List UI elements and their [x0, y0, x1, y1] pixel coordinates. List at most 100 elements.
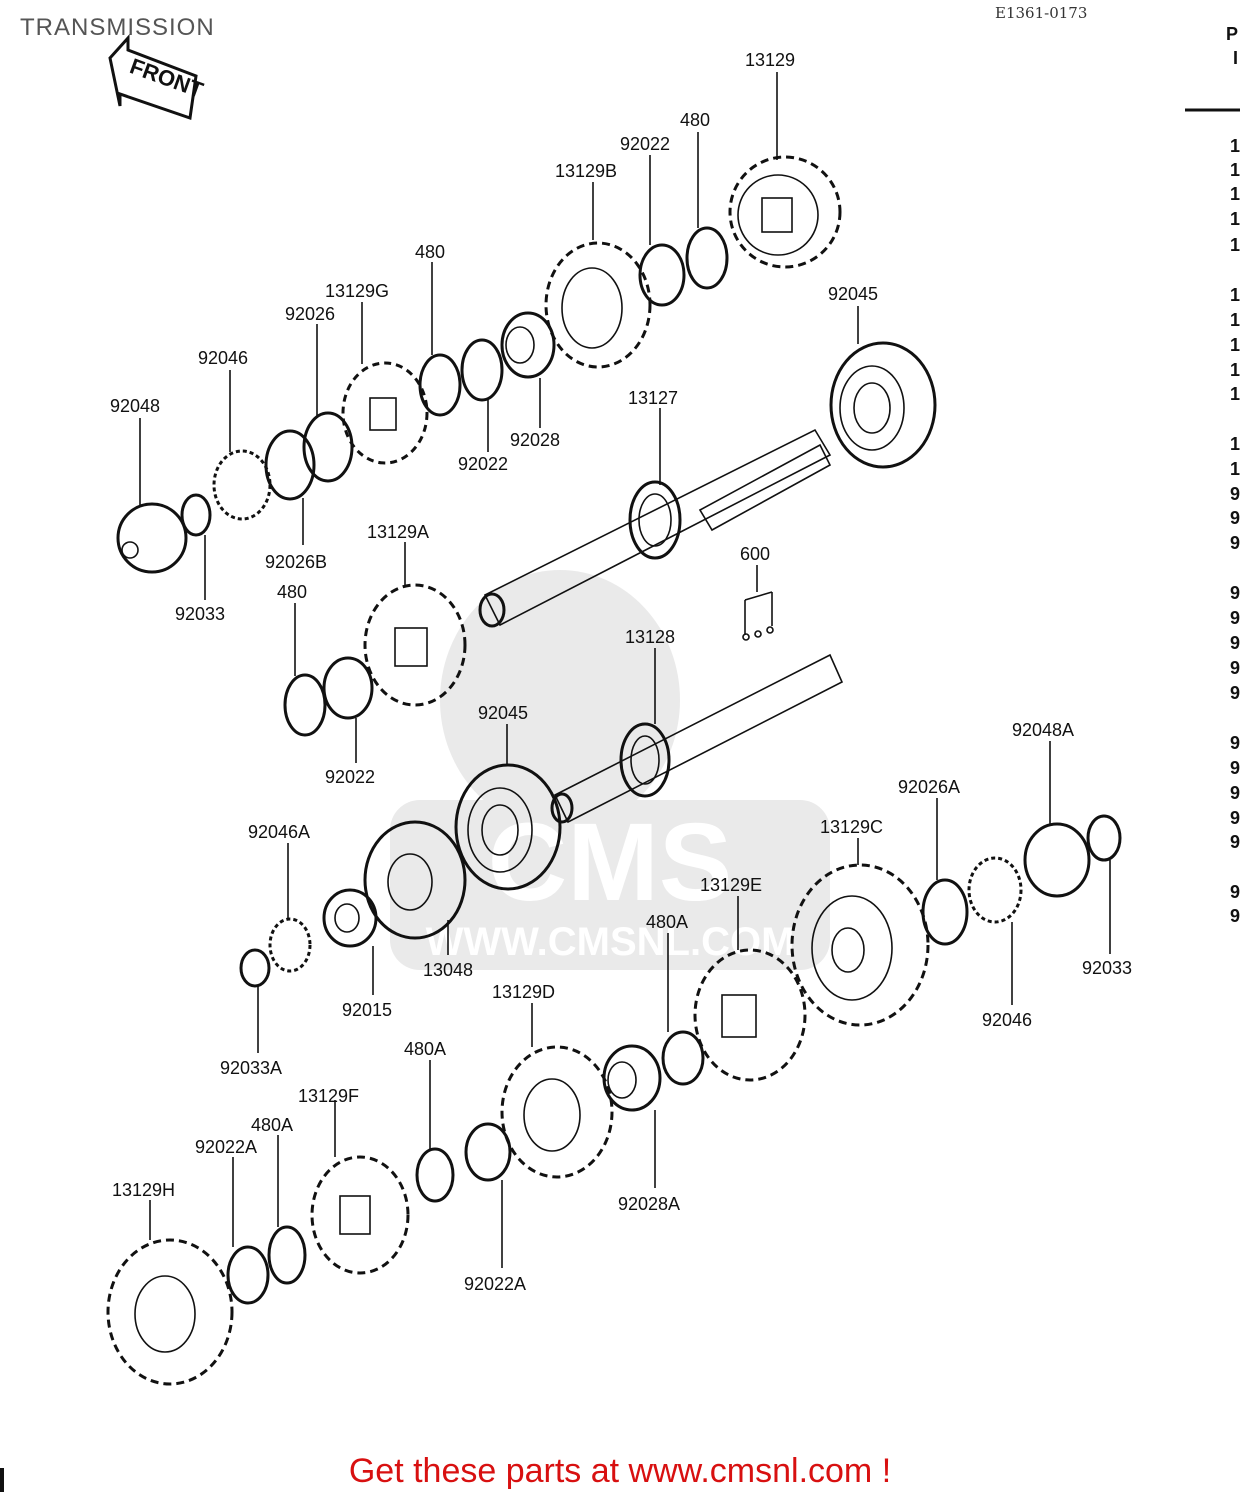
part-label: 13129C — [820, 817, 883, 837]
side-fragment: 9 — [1229, 583, 1240, 603]
circlip-480a-mid — [415, 1147, 455, 1203]
part-label: 13129F — [298, 1086, 359, 1106]
part-label: 13129E — [700, 875, 762, 895]
part-label: 92046 — [982, 1010, 1032, 1030]
part-label: 13129D — [492, 982, 555, 1002]
needle-bearing-92046a — [268, 917, 312, 973]
side-fragment: P — [1225, 24, 1238, 44]
part-label: 13129 — [745, 50, 795, 70]
watermark-url: WWW.CMSNL.COM — [426, 920, 795, 964]
part-label: 13129G — [325, 281, 389, 301]
gear-13129c — [790, 863, 930, 1027]
part-label: 480 — [415, 242, 445, 262]
part-labels: 13129 480 92022 13129B 92045 480 13129G … — [110, 50, 1132, 1294]
part-label: 92026 — [285, 304, 335, 324]
side-fragment: 1 — [1229, 285, 1240, 305]
washer-92022a-mid — [464, 1122, 512, 1182]
part-label: 92022A — [195, 1137, 257, 1157]
gear-13129g — [341, 361, 429, 465]
collar-92048a — [1023, 822, 1091, 898]
side-fragment: 9 — [1229, 906, 1240, 926]
drive-shaft — [550, 653, 844, 824]
gear-13129e — [693, 948, 807, 1082]
part-label: 92022 — [325, 767, 375, 787]
part-label: 480A — [404, 1039, 446, 1059]
part-label: 92028 — [510, 430, 560, 450]
part-label: 92048 — [110, 396, 160, 416]
side-fragment: 1 — [1229, 160, 1240, 180]
part-label: 92046A — [248, 822, 310, 842]
needle-bearing-92046 — [212, 449, 272, 521]
footer-link[interactable]: Get these parts at www.cmsnl.com ! — [348, 1452, 892, 1490]
gear-13129a — [363, 583, 467, 707]
side-fragment: 1 — [1229, 184, 1240, 204]
side-fragment: 1 — [1229, 310, 1240, 330]
part-label: 13128 — [625, 627, 675, 647]
side-fragment: 1 — [1229, 360, 1240, 380]
side-fragment: 9 — [1229, 758, 1240, 778]
part-label: 92022A — [464, 1274, 526, 1294]
side-fragment: 9 — [1229, 658, 1240, 678]
part-label: 480 — [680, 110, 710, 130]
part-label: 92048A — [1012, 720, 1074, 740]
side-fragment: 9 — [1229, 733, 1240, 753]
leader-lines — [139, 72, 1111, 1268]
side-fragment: 9 — [1229, 533, 1240, 553]
side-fragment: 1 — [1229, 459, 1240, 479]
part-label: 92022 — [458, 454, 508, 474]
part-600-icon — [742, 591, 774, 641]
part-label: 13127 — [628, 388, 678, 408]
side-fragment: 1 — [1229, 384, 1240, 404]
side-fragment: 1 — [1229, 209, 1240, 229]
rings-upper — [180, 226, 729, 737]
washer-92022a-lower — [226, 1245, 270, 1305]
front-arrow-icon: FRONT — [108, 34, 207, 121]
side-fragment: 9 — [1229, 882, 1240, 902]
side-fragment: 1 — [1229, 335, 1240, 355]
part-label: 92046 — [198, 348, 248, 368]
gear-13129d — [500, 1045, 614, 1179]
side-column: P I 1 1 1 1 1 1 1 1 1 1 1 1 9 9 9 9 9 9 … — [1180, 0, 1240, 930]
part-label: 13048 — [423, 960, 473, 980]
needle-bearing-92046-lower — [967, 856, 1023, 924]
side-fragment: 9 — [1229, 832, 1240, 852]
side-fragment: 9 — [1229, 608, 1240, 628]
side-fragment: 9 — [1229, 633, 1240, 653]
part-label: 92028A — [618, 1194, 680, 1214]
side-fragment: 1 — [1229, 434, 1240, 454]
part-label: 480A — [251, 1115, 293, 1135]
sprocket-13048 — [363, 820, 467, 940]
circlip-92033a — [239, 948, 271, 988]
side-fragment: 9 — [1229, 683, 1240, 703]
part-label: 480A — [646, 912, 688, 932]
part-label: 92033 — [1082, 958, 1132, 978]
bearing-lower — [454, 763, 562, 891]
collar-92048 — [116, 502, 188, 574]
part-label: 92045 — [828, 284, 878, 304]
side-fragment: 9 — [1229, 808, 1240, 828]
gear-13129b — [544, 241, 652, 369]
gear-13129f — [310, 1155, 410, 1275]
page-title: TRANSMISSION — [20, 14, 215, 41]
part-label: 92026A — [898, 777, 960, 797]
part-label: 13129B — [555, 161, 617, 181]
corner-mark — [0, 1468, 4, 1492]
diagram-code: E1361-0173 — [995, 4, 1088, 22]
part-label: 92033A — [220, 1058, 282, 1078]
part-label: 13129H — [112, 1180, 175, 1200]
main-shaft — [478, 428, 832, 628]
nut-92015 — [322, 888, 378, 948]
part-label: 92045 — [478, 703, 528, 723]
gear-13129h — [106, 1238, 234, 1386]
circlip-480a-upper — [661, 1030, 705, 1086]
circlip-92033-lower — [1086, 814, 1122, 862]
part-label: 92015 — [342, 1000, 392, 1020]
washer-92026a — [921, 878, 969, 946]
bearing-upper — [829, 341, 937, 469]
side-fragment: 9 — [1229, 508, 1240, 528]
side-fragment: 1 — [1229, 235, 1240, 255]
part-label: 480 — [277, 582, 307, 602]
watermark-text: CMS — [488, 801, 732, 924]
part-label: 600 — [740, 544, 770, 564]
